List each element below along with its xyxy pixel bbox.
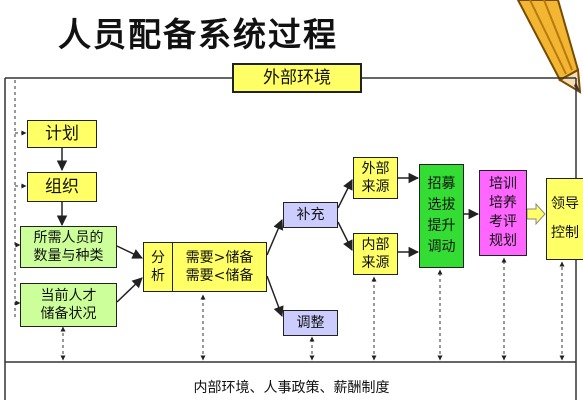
external-environment-label: 外部环境 — [263, 67, 331, 88]
need-less-label: 需要<储备 — [185, 268, 254, 284]
leadership-box: 领导 控制 — [546, 178, 583, 260]
required-staff-box: 所需人员的 数量与种类 — [20, 226, 117, 268]
supplement-box: 补充 — [283, 202, 338, 228]
required-staff-line1: 所需人员的 — [33, 229, 104, 246]
need-comparison: 需要>储备 需要<储备 — [173, 249, 266, 285]
recruitment-box: 招募 选拔 提升 调动 — [419, 164, 464, 268]
organize-box: 组织 — [27, 172, 97, 202]
current-talent-line2: 储备状况 — [40, 306, 97, 322]
organize-label: 组织 — [45, 176, 79, 197]
required-staff-line2: 数量与种类 — [33, 248, 104, 264]
plan-label: 计划 — [45, 123, 79, 144]
page-title: 人员配备系统过程 — [58, 15, 338, 54]
internal-environment-label: 内部环境、人事政策、薪酬制度 — [193, 380, 390, 396]
pencil-icon — [516, 0, 582, 94]
current-talent-box: 当前人才 储备状况 — [20, 283, 117, 327]
analysis-label: 分 析 — [144, 243, 173, 291]
internal-source-box: 内部 来源 — [353, 233, 398, 275]
adjust-box: 调整 — [283, 310, 338, 336]
plan-box: 计划 — [27, 120, 97, 148]
adjust-label: 调整 — [296, 314, 325, 331]
analysis-box: 分 析 需要>储备 需要<储备 — [143, 242, 267, 292]
need-more-label: 需要>储备 — [185, 249, 254, 266]
external-environment-box: 外部环境 — [232, 63, 362, 93]
external-source-box: 外部 来源 — [353, 157, 398, 199]
training-box: 培训 培养 考评 规划 — [479, 170, 527, 256]
supplement-label: 补充 — [296, 206, 325, 223]
current-talent-line1: 当前人才 — [40, 287, 97, 304]
